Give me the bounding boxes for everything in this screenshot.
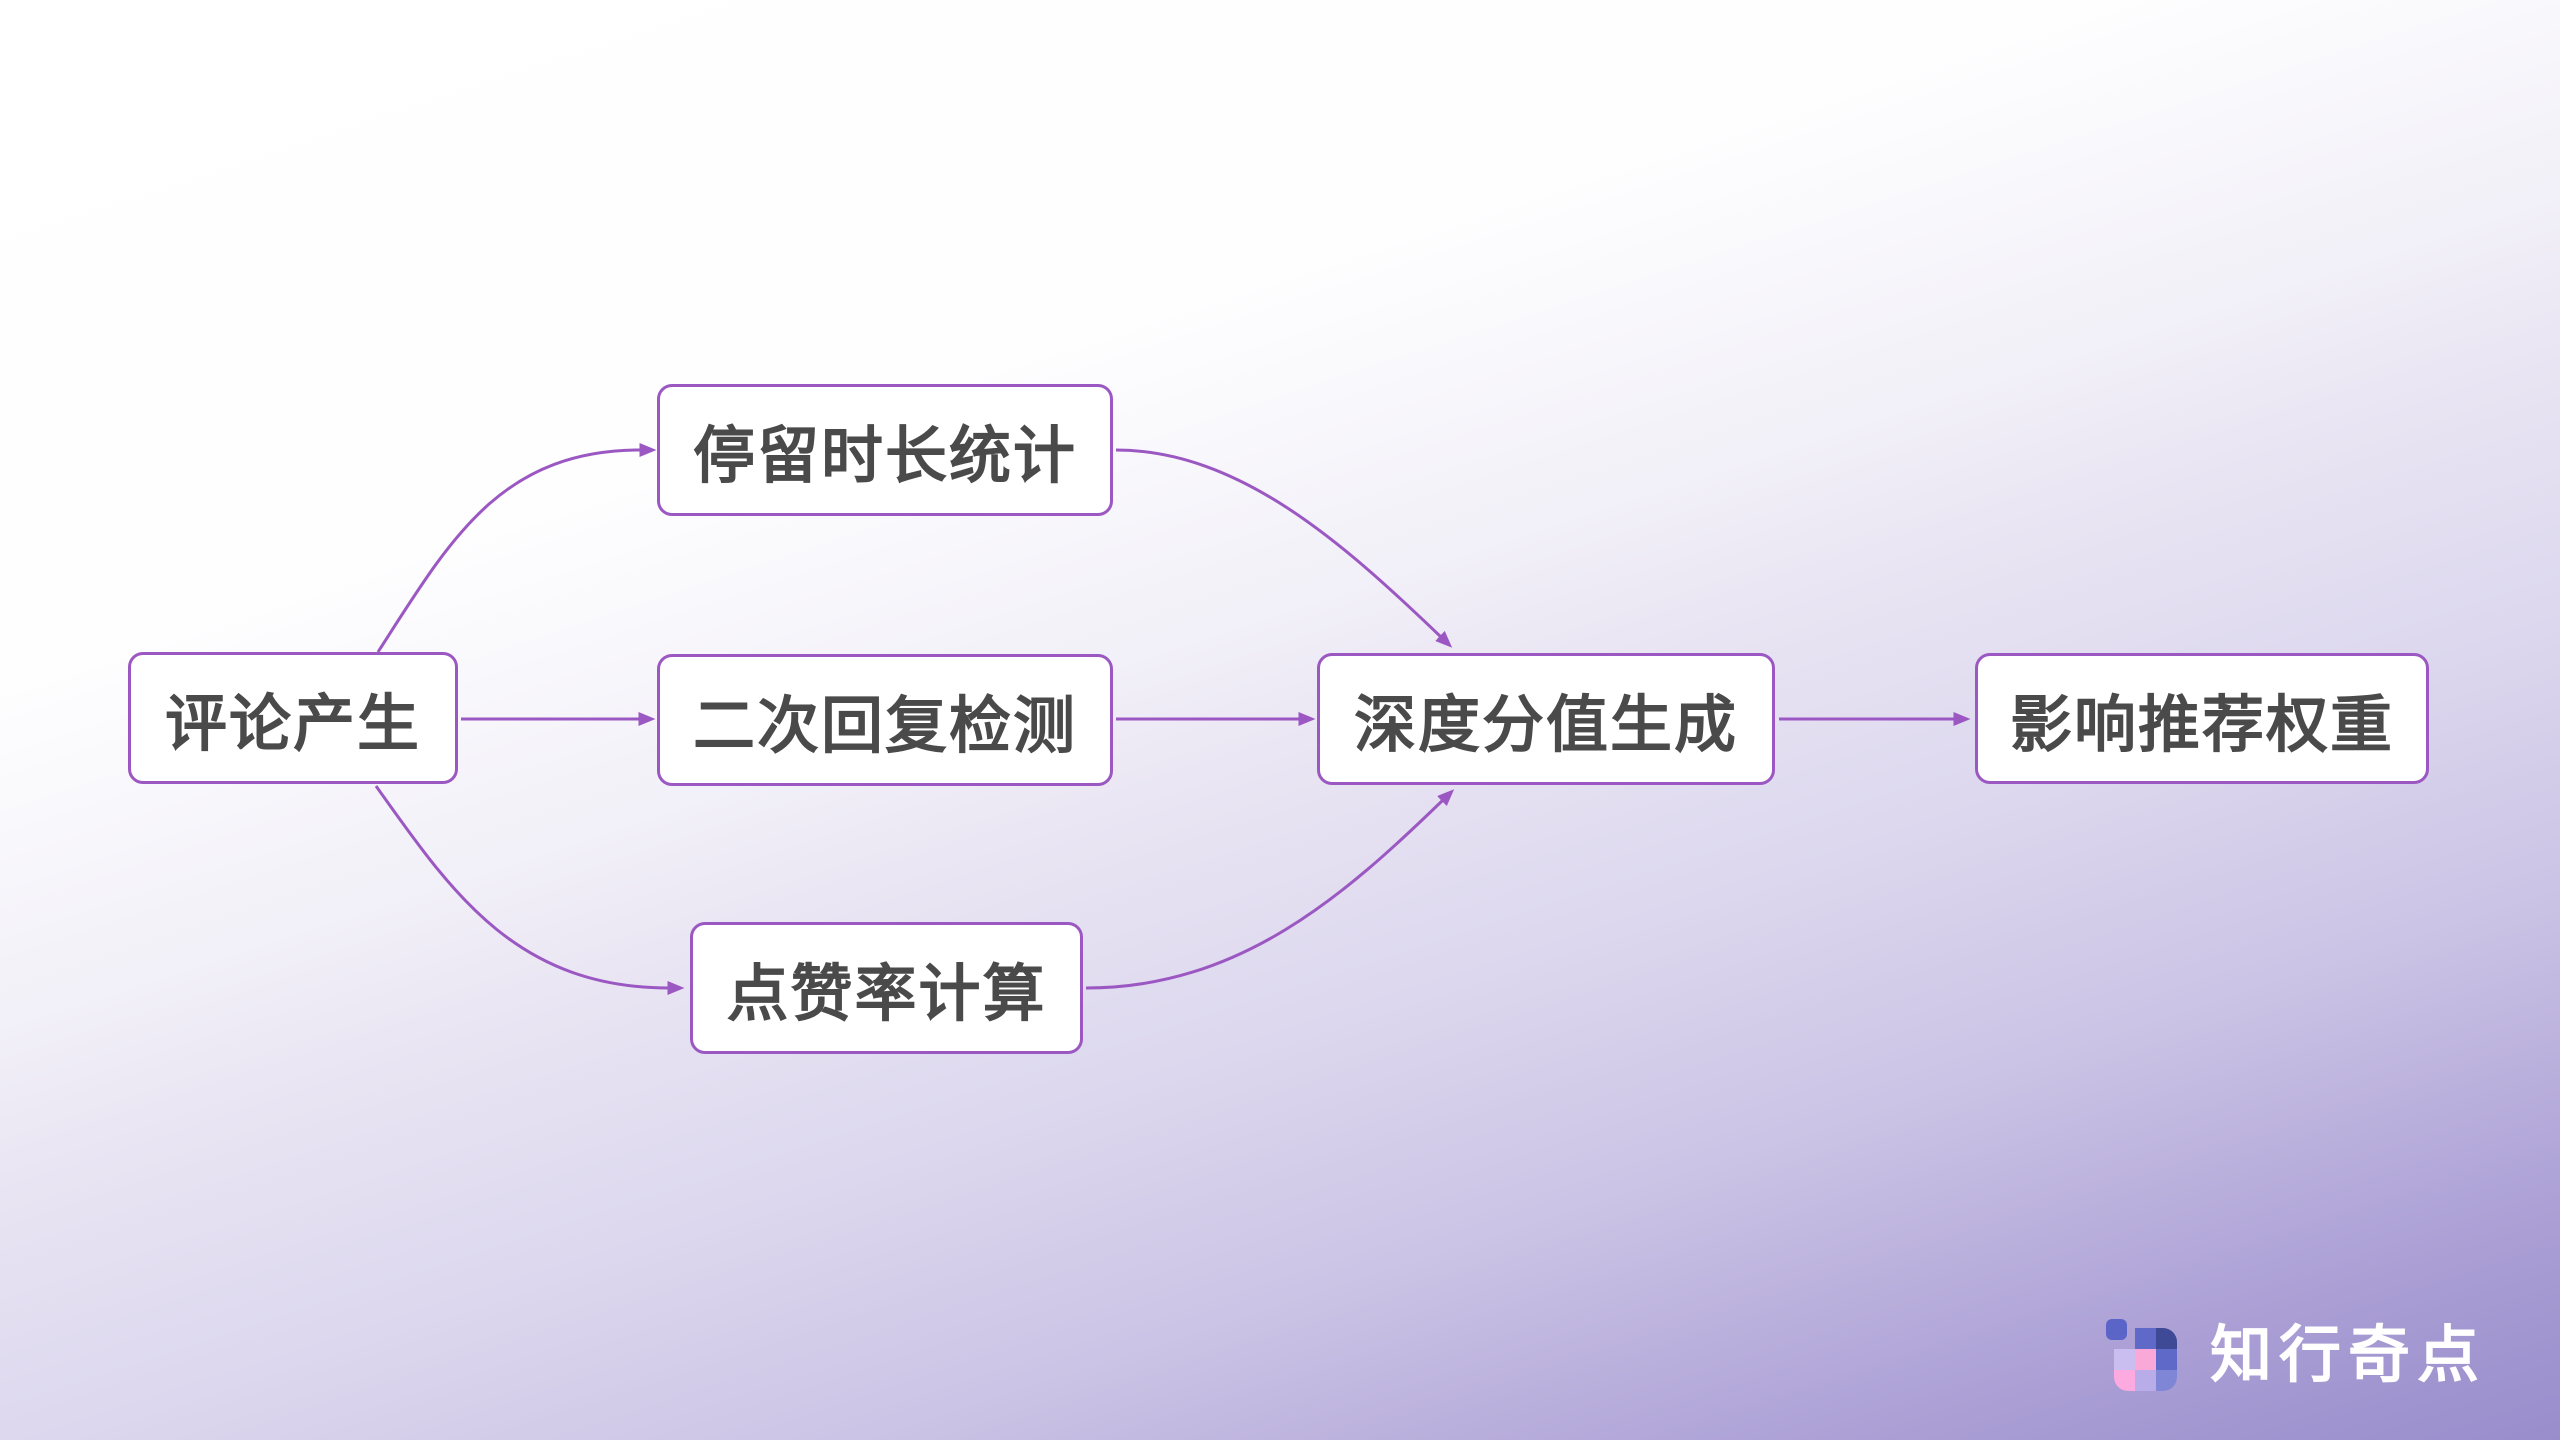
logo-tile-detached [2106, 1319, 2127, 1340]
node-dwell-time-stats: 停留时长统计 [657, 384, 1113, 516]
node-depth-score-gen: 深度分值生成 [1317, 653, 1775, 785]
node-rec-weight-impact: 影响推荐权重 [1975, 653, 2429, 784]
logo-tile-top-mid [2135, 1328, 2156, 1349]
brand-logo-text: 知行奇点 [2210, 1321, 2487, 1390]
logo-tile-bottom-right [2156, 1370, 2177, 1391]
edge-comment-to-dwell [376, 443, 657, 653]
edge-dwell-to-depthscore [1115, 448, 1453, 648]
logo-tile-mid-left [2114, 1349, 2135, 1370]
brand-logo: 知行奇点 [2104, 1317, 2514, 1397]
logo-tile-bottom-mid [2135, 1370, 2156, 1391]
logo-tile-mid-mid [2135, 1349, 2156, 1370]
logo-tile-top-right [2156, 1328, 2177, 1349]
brand-logo-icon [2104, 1317, 2180, 1393]
node-secondary-reply-detect: 二次回复检测 [657, 654, 1113, 786]
edge-comment-to-likerate [374, 785, 685, 995]
node-comment-created: 评论产生 [128, 652, 458, 784]
logo-tile-bottom-left [2114, 1370, 2135, 1391]
node-like-rate-calc: 点赞率计算 [690, 922, 1083, 1054]
edge-likerate-to-depthscore [1085, 789, 1455, 990]
logo-tile-mid-right [2156, 1349, 2177, 1370]
